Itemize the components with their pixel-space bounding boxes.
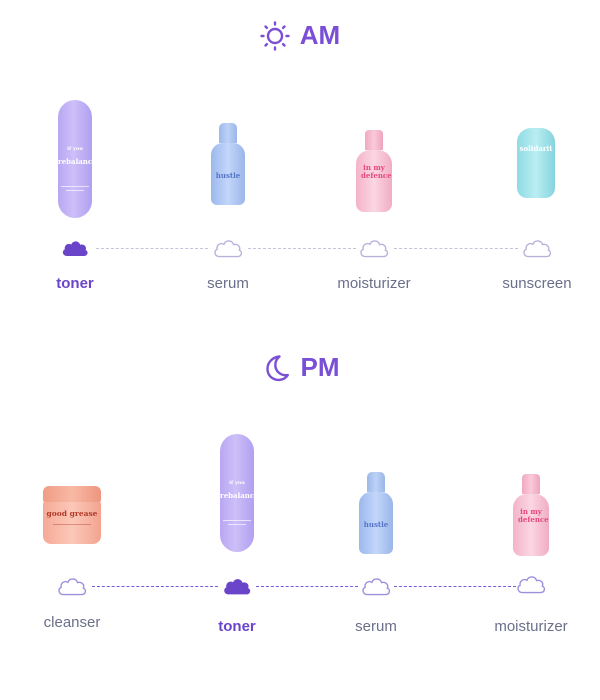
- pm-timeline-segment: [92, 586, 218, 587]
- pm-moisturizer-product[interactable]: in my defence: [513, 474, 549, 556]
- pm-title: PM: [300, 352, 340, 382]
- am-timeline-segment: [394, 248, 518, 249]
- am-sunscreen-brand: solidarit: [519, 144, 553, 153]
- pm-step-cleanser-label[interactable]: cleanser: [43, 614, 101, 631]
- am-step-serum-cloud-icon[interactable]: [212, 237, 244, 259]
- pm-serum-product[interactable]: hustle: [359, 472, 393, 554]
- pm-timeline-segment: [394, 586, 516, 587]
- pm-cleanser-brand: good grease: [46, 509, 98, 518]
- pm-toner-product[interactable]: if you rebalance: [220, 434, 259, 552]
- pm-toner-brand: rebalance: [220, 491, 259, 500]
- am-serum-product[interactable]: hustle: [211, 123, 245, 205]
- am-step-moisturizer-label[interactable]: moisturizer: [337, 275, 411, 292]
- am-timeline-segment: [96, 248, 208, 249]
- pm-step-moisturizer-cloud-icon[interactable]: [515, 573, 547, 595]
- pm-step-moisturizer-label[interactable]: moisturizer: [494, 618, 568, 635]
- pm-cleanser-product[interactable]: good grease: [43, 486, 101, 544]
- am-toner-product[interactable]: if you rebalance: [58, 100, 97, 218]
- am-step-toner-cloud-icon[interactable]: [60, 238, 90, 258]
- pm-serum-brand: hustle: [363, 520, 389, 529]
- moon-icon: [265, 354, 289, 381]
- am-serum-brand: hustle: [215, 171, 241, 180]
- pm-step-toner-cloud-icon[interactable]: [221, 576, 253, 597]
- am-moisturizer-product[interactable]: in my defence: [356, 130, 392, 212]
- am-toner-brand-top: if you: [67, 146, 83, 152]
- am-sunscreen-product[interactable]: solidarit: [517, 128, 555, 198]
- pm-toner-brand-top: if you: [229, 480, 245, 486]
- pm-step-serum-cloud-icon[interactable]: [360, 575, 392, 597]
- am-step-moisturizer-cloud-icon[interactable]: [358, 237, 390, 259]
- sun-icon: [260, 20, 290, 51]
- am-title: AM: [299, 20, 341, 50]
- am-step-serum-label[interactable]: serum: [207, 275, 249, 292]
- pm-moisturizer-brand: in my defence: [518, 507, 549, 524]
- am-section-title: AM: [0, 20, 600, 51]
- pm-step-cleanser-cloud-icon[interactable]: [56, 575, 88, 597]
- am-moisturizer-brand: in my defence: [361, 163, 392, 180]
- pm-step-toner-label[interactable]: toner: [218, 618, 256, 635]
- pm-step-serum-label[interactable]: serum: [355, 618, 397, 635]
- pm-section-title: PM: [0, 352, 600, 383]
- am-timeline-segment: [248, 248, 356, 249]
- pm-timeline-segment: [256, 586, 358, 587]
- am-toner-brand: rebalance: [58, 157, 97, 166]
- am-step-sunscreen-cloud-icon[interactable]: [521, 237, 553, 259]
- am-step-toner-label[interactable]: toner: [56, 275, 94, 292]
- am-step-sunscreen-label[interactable]: sunscreen: [502, 275, 572, 292]
